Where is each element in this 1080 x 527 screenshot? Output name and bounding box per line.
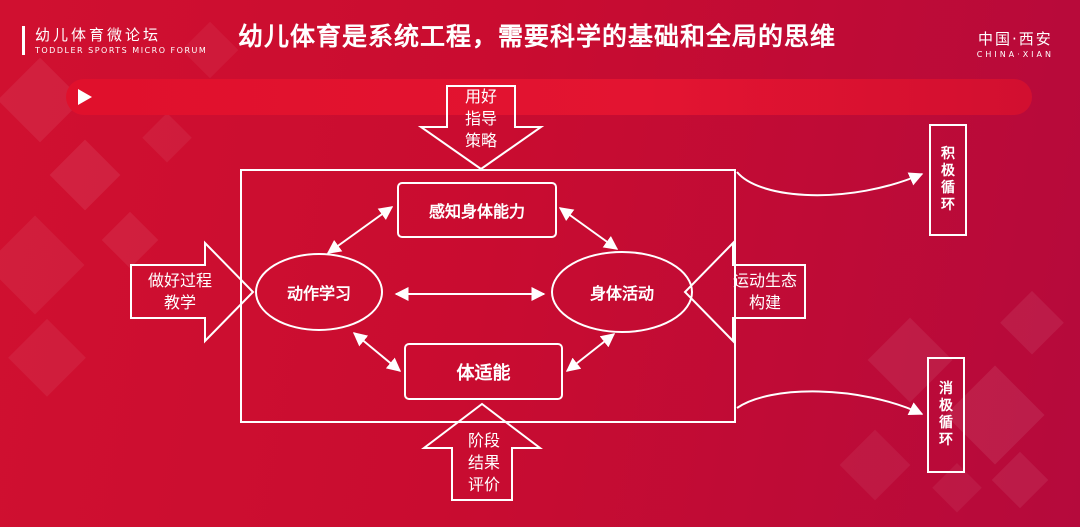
node-fitness: 体适能 [456,362,511,384]
node-physical-activity-ellipse [551,251,693,333]
top-input-arrow [417,85,545,171]
system-frame [240,169,736,423]
link-fitness-activity [565,333,616,372]
brand-logo: 幼儿体育微论坛 TODDLER SPORTS MICRO FORUM [22,26,207,55]
play-icon [78,89,92,105]
location-en: CHINA·XIAN [976,50,1054,59]
banner-bar [66,79,1032,115]
node-movement-learning: 动作学习 [286,284,351,303]
slide-title: 幼儿体育是系统工程，需要科学的基础和全局的思维 [238,22,837,51]
left-arrow-label: 做好过程 教学 [147,271,212,312]
positive-cycle-box: 积 极 循 环 [929,124,967,236]
bottom-arrow-label: 阶段 结果 评价 [467,431,500,494]
node-movement-learning-ellipse [255,253,383,331]
node-perception-box [397,182,557,238]
negative-cycle-curve [736,390,924,416]
link-perception-activity [558,207,619,250]
brand-name-en: TODDLER SPORTS MICRO FORUM [35,46,208,55]
link-movement-fitness [352,332,402,372]
node-physical-activity: 身体活动 [589,284,654,303]
brand-name-cn: 幼儿体育微论坛 [35,26,162,44]
right-arrow-label: 运动生态 构建 [732,271,797,312]
node-fitness-box [404,343,563,400]
link-movement-perception [326,206,394,254]
top-arrow-label: 用好 指导 策略 [464,87,497,150]
location-tag: 中国·西安 CHINA·XIAN [977,30,1054,59]
bottom-input-arrow [421,402,543,501]
right-input-arrow [683,240,806,344]
negative-cycle-box: 消 极 循 环 [927,357,965,473]
location-cn: 中国·西安 [977,30,1053,48]
left-input-arrow [130,240,255,344]
positive-cycle-curve [736,171,924,197]
node-perception: 感知身体能力 [428,202,525,221]
